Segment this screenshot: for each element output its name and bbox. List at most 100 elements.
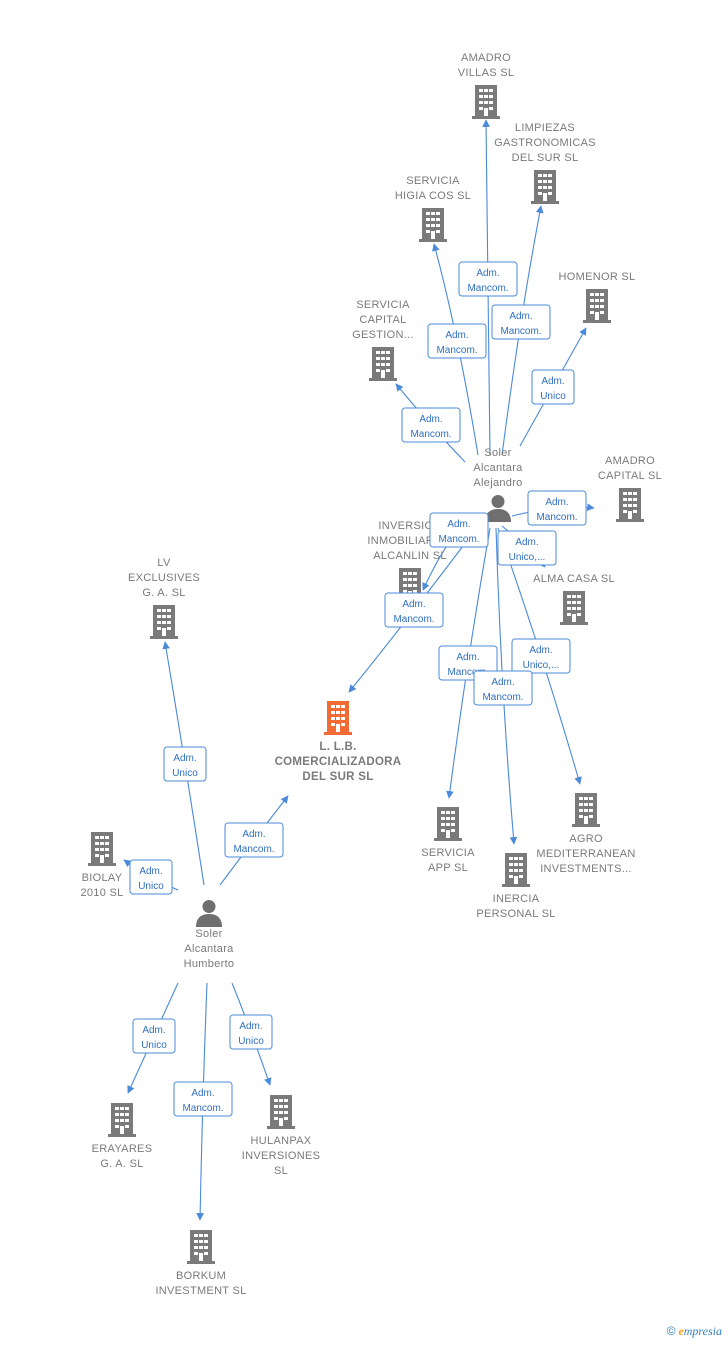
node-label-line: INVERSION [378,520,441,532]
relation-label-humberto-to-borkum[interactable]: Adm.Mancom. [173,1081,233,1117]
relation-label-box[interactable] [511,638,571,674]
node-label-line: APP SL [428,862,468,874]
node-label-line: INVERSIONES [242,1150,321,1162]
relation-label-box[interactable] [229,1014,273,1050]
relation-label-alejandro-to-amadro_villas[interactable]: Adm. Mancom. [458,261,518,297]
relation-label-alejandro-to-alma_casa[interactable]: Adm.Unico,... [497,530,557,566]
person-icon [485,495,511,522]
person-icon [196,900,222,927]
relation-label-alejandro-to-homenor[interactable]: Adm.Unico [531,369,575,405]
node-label-line: BORKUM [176,1270,226,1282]
relation-label-box[interactable] [224,822,284,858]
node-label-line: HULANPAX [251,1135,312,1147]
relation-label-text: Unico [141,1040,167,1051]
building-icon [108,1103,136,1137]
relation-label-box[interactable] [473,670,533,706]
relation-labels-layer: Adm.Mancom.Adm.Mancom.Adm.Mancom.Adm.Uni… [129,261,587,1117]
relation-label-text: Unico,... [523,660,560,671]
node-label-line: BIOLAY [82,872,123,884]
node-homenor[interactable]: HOMENOR SL [559,271,636,323]
node-label-line: CAPITAL SL [598,470,662,482]
brand-logo-name: mpresia [683,1324,722,1338]
relation-label-alejandro-to-agro[interactable]: Adm. Unico,... [511,638,571,674]
relation-label-box[interactable] [129,859,173,895]
relation-label-box[interactable] [173,1081,233,1117]
relation-label-box[interactable] [458,261,518,297]
relation-label-text: Adm. [476,268,499,279]
relation-label-humberto-to-lbl[interactable]: Adm.Mancom. [224,822,284,858]
relation-label-box[interactable] [384,592,444,628]
node-label-line: Soler [195,928,222,940]
footer-brand: ©empresia [667,1324,722,1339]
relation-label-box[interactable] [132,1018,176,1054]
relation-label-text: Mancom. [438,534,479,545]
relation-label-box[interactable] [497,530,557,566]
node-label-line: SERVICIA [406,175,460,187]
relation-label-alejandro-to-servicia_capital[interactable]: Adm.Mancom. [401,407,461,443]
relation-label-text: Mancom. [447,667,488,678]
node-servicia_capital[interactable]: SERVICIACAPITALGESTION... [352,299,414,381]
relation-label-text: Mancom. [410,429,451,440]
relation-label-alejandro-to-amadro_capital[interactable]: Adm.Mancom. [527,490,587,526]
relation-label-box[interactable] [427,323,487,359]
relation-label-alejandro-to-inercia[interactable]: Adm.Mancom. [473,670,533,706]
node-borkum[interactable]: BORKUM INVESTMENT SL [155,1230,246,1297]
relation-label-text: Adm. [239,1021,262,1032]
node-label-line: Alcantara [473,462,523,474]
relation-label-alejandro-to-lbl[interactable]: Adm.Mancom. [384,592,444,628]
relation-label-text: Mancom. [182,1103,223,1114]
building-icon [616,488,644,522]
relation-label-humberto-to-biolay[interactable]: Adm.Unico [129,859,173,895]
node-hulanpax[interactable]: HULANPAX INVERSIONES SL [242,1095,321,1177]
relation-label-text: Adm. [541,376,564,387]
node-label-line: SL [274,1165,288,1177]
node-label-line: DEL SUR SL [512,152,579,164]
node-alma_casa[interactable]: ALMA CASA SL [533,573,615,625]
node-agro[interactable]: AGROMEDITERRANEANINVESTMENTS... [536,793,635,875]
relation-label-alejandro-to-limpiezas[interactable]: Adm.Mancom. [491,304,551,340]
building-icon [88,832,116,866]
relation-label-text: Unico [172,768,198,779]
relation-label-box[interactable] [491,304,551,340]
relation-label-box[interactable] [401,407,461,443]
relation-label-alejandro-to-inversion_alcanlin[interactable]: Adm.Mancom. [429,512,489,548]
relation-label-box[interactable] [429,512,489,548]
relation-label-humberto-to-lv_exclusives[interactable]: Adm.Unico [163,746,207,782]
node-label-line: INERCIA [493,893,540,905]
node-label-line: HOMENOR SL [559,271,636,283]
building-icon [324,701,352,735]
node-label-line: ALMA CASA SL [533,573,615,585]
node-label-line: INVESTMENT SL [155,1285,246,1297]
relation-label-text: Adm. [445,330,468,341]
node-label-line: INVESTMENTS... [540,863,632,875]
relation-label-box[interactable] [163,746,207,782]
relation-label-text: Adm. [529,645,552,656]
relation-label-text: Mancom. [482,692,523,703]
relation-label-text: Adm. [509,311,532,322]
building-icon [187,1230,215,1264]
relation-label-box[interactable] [527,490,587,526]
building-icon [419,208,447,242]
relation-label-humberto-to-hulanpax[interactable]: Adm.Unico [229,1014,273,1050]
relation-label-text: Adm. [402,599,425,610]
relation-label-alejandro-to-servicia_higia[interactable]: Adm.Mancom. [427,323,487,359]
copyright-symbol: © [666,1324,676,1338]
relation-label-text: Mancom. [467,283,508,294]
relation-label-box[interactable] [531,369,575,405]
relation-label-humberto-to-erayares[interactable]: Adm.Unico [132,1018,176,1054]
node-label-line: LIMPIEZAS [515,122,575,134]
building-icon [560,591,588,625]
